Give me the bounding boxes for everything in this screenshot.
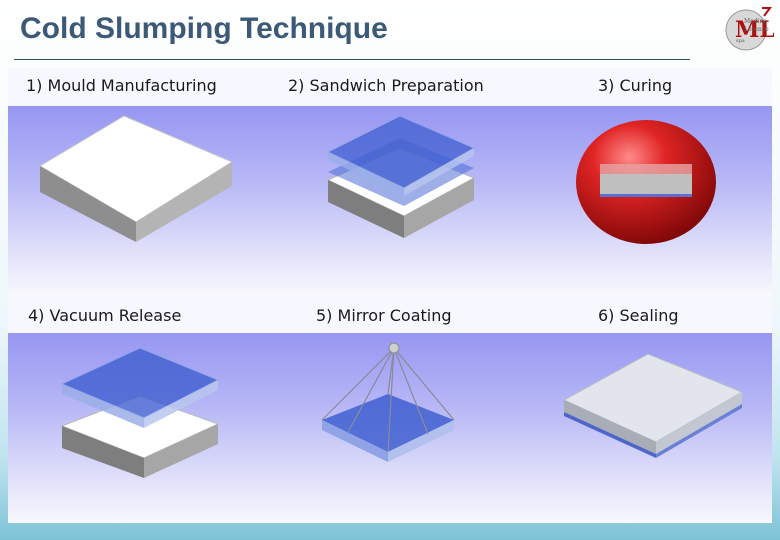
process-panel: 1) Mould Manufacturing 2) Sandwich Prepa… xyxy=(8,68,772,523)
step-2-label: 2) Sandwich Preparation xyxy=(288,76,484,95)
step-4-label: 4) Vacuum Release xyxy=(28,306,182,325)
page-title: Cold Slumping Technique xyxy=(20,12,388,45)
mould-block-illustration xyxy=(39,115,234,242)
title-divider xyxy=(14,59,690,60)
logo-line-2: Lorenzo xyxy=(744,26,769,33)
logo-initials: ML xyxy=(735,17,774,43)
logo-emblem-icon: ML xyxy=(725,7,774,51)
step-6-label: 6) Sealing xyxy=(598,306,679,325)
logo-line-1: Medina xyxy=(744,18,767,25)
sandwich-stack-illustration xyxy=(326,115,476,238)
sealed-panel-illustration xyxy=(562,353,744,458)
step-5-label: 5) Mirror Coating xyxy=(316,306,452,325)
vacuum-release-illustration xyxy=(60,347,220,478)
company-logo: ML Medina Lorenzo spa xyxy=(712,4,778,56)
curing-oven-illustration xyxy=(576,120,716,244)
logo-tagline: spa xyxy=(736,38,745,44)
mirror-coating-illustration xyxy=(321,342,455,462)
step-1-label: 1) Mould Manufacturing xyxy=(26,76,217,95)
step-3-label: 3) Curing xyxy=(598,76,673,95)
